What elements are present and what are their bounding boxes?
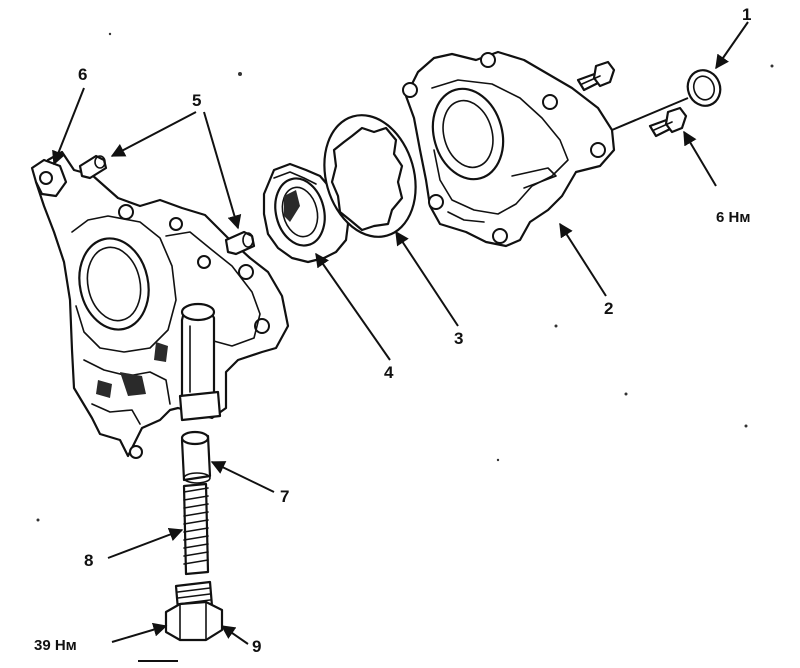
callout-6: 6 <box>78 65 87 84</box>
cover-bolt-upper <box>576 60 616 92</box>
relief-valve-plunger <box>180 430 212 484</box>
relief-valve-spring <box>182 482 210 576</box>
callout-5: 5 <box>192 91 201 110</box>
torque-cover-bolt: 6 Нм <box>716 209 750 226</box>
callout-8: 8 <box>84 551 93 570</box>
callout-2: 2 <box>604 299 613 318</box>
leader-lines <box>52 21 749 645</box>
dowel-pin-upper <box>78 154 108 180</box>
dowel-pin-lower <box>224 230 256 256</box>
sealing-ring <box>686 69 722 107</box>
cover-bolt-lower <box>648 106 688 138</box>
callout-9: 9 <box>252 637 261 656</box>
pump-housing <box>30 150 290 459</box>
torque-plug: 39 Нм <box>34 637 77 654</box>
pump-cover <box>402 50 616 248</box>
callout-4: 4 <box>384 363 394 382</box>
callout-3: 3 <box>454 329 463 348</box>
scan-specks <box>36 32 774 662</box>
callout-1: 1 <box>742 5 751 24</box>
ring-alignment-line <box>611 97 689 131</box>
outer-rotor <box>323 114 417 238</box>
callout-7: 7 <box>280 487 289 506</box>
relief-valve-plug <box>164 580 224 642</box>
